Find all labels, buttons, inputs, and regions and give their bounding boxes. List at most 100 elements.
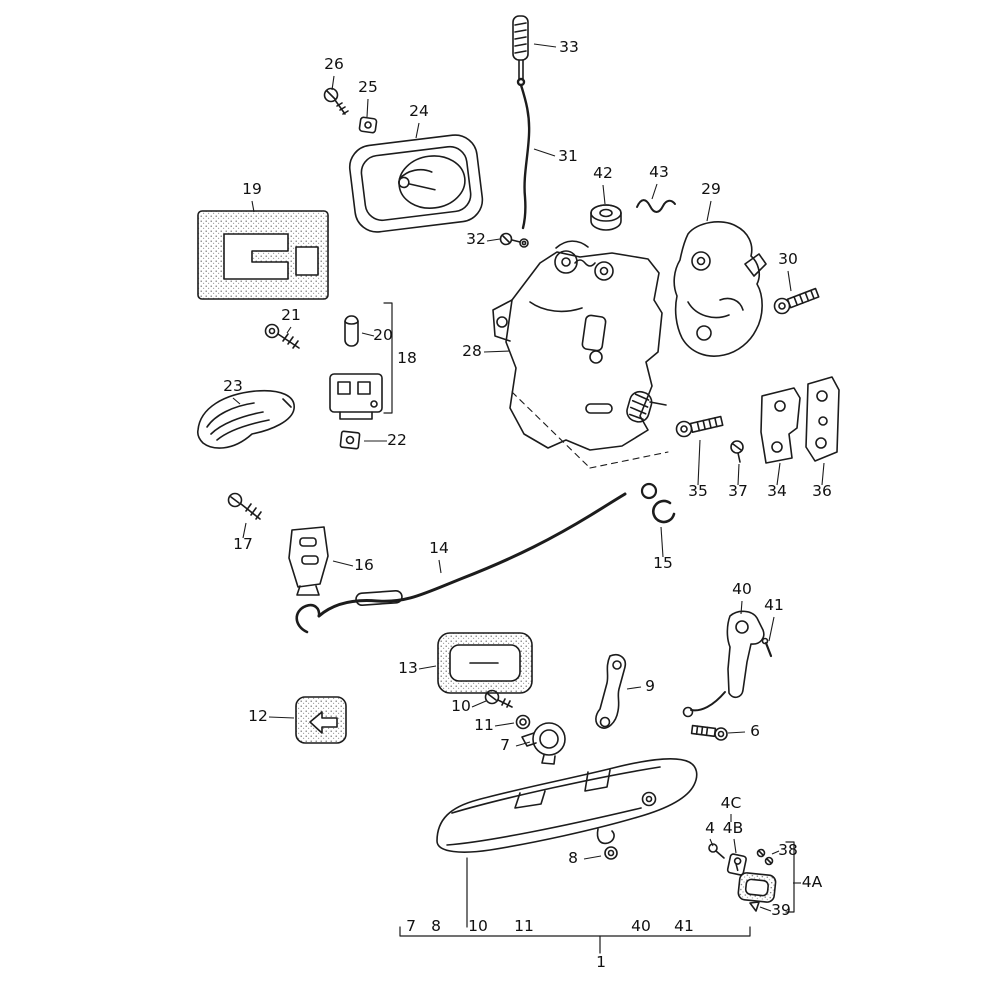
part-29-lock-drawing — [673, 221, 767, 357]
callout-28: 28 — [462, 342, 482, 360]
part-36-plate-drawing — [805, 376, 840, 462]
callout-14: 14 — [429, 539, 449, 557]
callout-legend-41: 41 — [674, 917, 694, 935]
callout-38: 38 — [778, 841, 798, 859]
part-4b-plate-drawing — [726, 853, 747, 876]
leader-39 — [759, 906, 772, 912]
leader-17 — [242, 522, 247, 539]
part-43-clip-drawing — [636, 199, 676, 213]
part-40-bellcrank-drawing — [682, 610, 765, 718]
callout-17: 17 — [233, 535, 253, 553]
callout-11: 11 — [474, 716, 494, 734]
leader-40 — [740, 600, 743, 615]
callout-1: 1 — [596, 953, 606, 971]
leader-43 — [651, 183, 658, 200]
callout-4A: 4A — [802, 873, 823, 891]
leader-25 — [366, 98, 369, 118]
part-38-screws-drawing — [756, 848, 774, 866]
part-17-screw-drawing — [227, 492, 262, 520]
callout-40: 40 — [732, 580, 752, 598]
callout-32: 32 — [466, 230, 486, 248]
callout-31: 31 — [558, 147, 578, 165]
callout-legend-11: 11 — [514, 917, 534, 935]
callout-13: 13 — [398, 659, 418, 677]
callout-30: 30 — [778, 250, 798, 268]
callout-41: 41 — [764, 596, 784, 614]
part-14-rod-drawing — [295, 482, 658, 634]
leader-20 — [361, 332, 375, 337]
part-28-latch-drawing — [492, 240, 669, 469]
part-33-pin-drawing — [512, 15, 529, 80]
callout-15: 15 — [653, 554, 673, 572]
leader-15 — [660, 526, 664, 558]
part-26-bolt-drawing — [323, 87, 349, 115]
leader-8 — [583, 855, 602, 860]
part-8-nut-drawing — [604, 846, 618, 860]
callout-4: 4 — [705, 819, 715, 837]
callout-7: 7 — [500, 736, 510, 754]
part-7-lock-housing-drawing — [521, 722, 566, 765]
leader-6 — [727, 731, 746, 734]
callout-4C: 4C — [721, 794, 742, 812]
part-1-handle-drawing — [436, 758, 698, 853]
callout-12: 12 — [248, 707, 268, 725]
callout-6: 6 — [750, 722, 760, 740]
leader-12 — [268, 716, 295, 719]
callout-25: 25 — [358, 78, 378, 96]
part-19-gasket-drawing — [197, 210, 329, 300]
callout-43: 43 — [649, 163, 669, 181]
leader-30 — [787, 270, 792, 292]
part-21-bolt-drawing — [264, 323, 300, 349]
leader-28 — [483, 350, 511, 353]
leader-31 — [533, 148, 556, 157]
callout-9: 9 — [645, 677, 655, 695]
leader-23 — [232, 397, 241, 405]
leader-19 — [251, 200, 255, 213]
callout-19: 19 — [242, 180, 262, 198]
leader-13 — [418, 665, 437, 670]
callout-21: 21 — [281, 306, 301, 324]
callout-26: 26 — [324, 55, 344, 73]
callout-legend-40: 40 — [631, 917, 651, 935]
part-22-clipnut-drawing — [339, 430, 361, 450]
part-39-clip-drawing — [749, 901, 760, 912]
callout-34: 34 — [767, 482, 787, 500]
part-37-screw-drawing — [730, 440, 744, 463]
part-25-nut-drawing — [358, 116, 378, 134]
leader-34 — [776, 462, 781, 486]
callout-8: 8 — [568, 849, 578, 867]
part-35-bolt-drawing — [675, 415, 724, 438]
bracket-4a-line — [785, 841, 795, 913]
part-4a-cover-drawing — [737, 872, 777, 903]
callout-legend-7: 7 — [406, 917, 416, 935]
leader-37 — [737, 463, 740, 486]
leader-33 — [533, 43, 557, 48]
leader-38 — [771, 850, 780, 855]
part-12-gasket-drawing — [295, 696, 347, 744]
bracket-18-line — [383, 302, 393, 414]
leader-41 — [768, 616, 775, 642]
part-41-pin-drawing — [761, 637, 773, 658]
part-6-bolt-drawing — [690, 724, 728, 741]
callout-24: 24 — [409, 102, 429, 120]
leader-4 — [709, 838, 714, 847]
part-31-rod-drawing — [516, 77, 531, 230]
callout-22: 22 — [387, 431, 407, 449]
callout-20: 20 — [373, 326, 393, 344]
legend-bracket — [399, 857, 751, 954]
part-11-nut-drawing — [515, 714, 531, 730]
leader-16 — [332, 560, 354, 567]
part-42-grommet-drawing — [590, 204, 622, 231]
callout-16: 16 — [354, 556, 374, 574]
callout-4B: 4B — [723, 819, 744, 837]
part-10-screw-drawing — [484, 689, 513, 708]
callout-33: 33 — [559, 38, 579, 56]
callout-23: 23 — [223, 377, 243, 395]
part-16-bracket-drawing — [288, 526, 329, 596]
leader-7 — [515, 741, 531, 747]
leader-10 — [471, 700, 487, 708]
part-9-lever-drawing — [595, 653, 627, 729]
callout-35: 35 — [688, 482, 708, 500]
part-20-pin-drawing — [344, 315, 359, 347]
